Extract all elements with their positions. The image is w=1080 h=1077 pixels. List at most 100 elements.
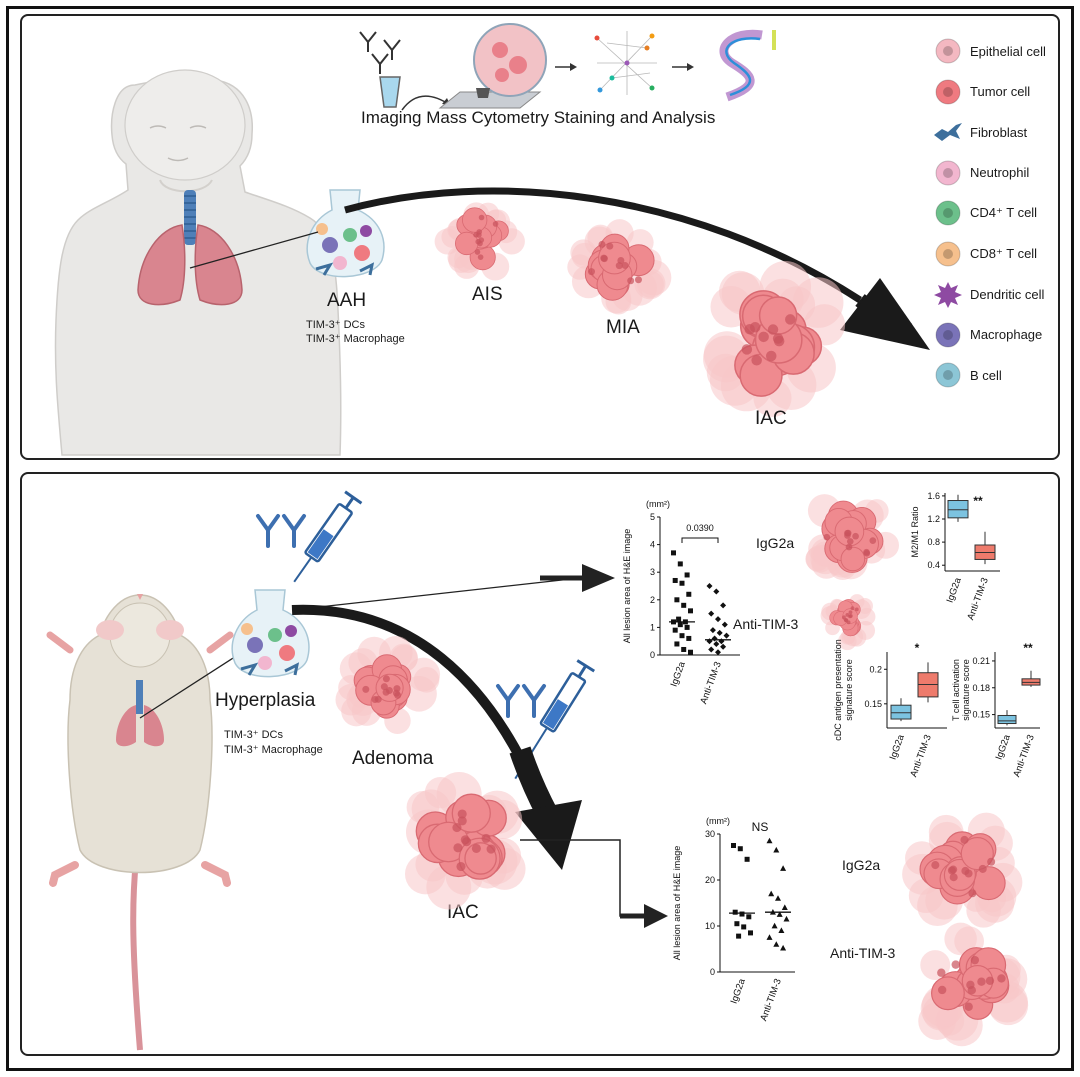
antibody-icon-early (256, 514, 306, 548)
lung-to-aah-line (189, 231, 319, 269)
legend-item-label: Epithelial cell (970, 43, 1046, 59)
trachea-icon (184, 190, 196, 245)
significance-bracket (681, 537, 719, 543)
hyperplasia-label: Hyperplasia (215, 690, 316, 711)
trajectory-plot-icon (719, 29, 776, 102)
data-point (688, 608, 693, 614)
data-point (741, 924, 747, 930)
legend-item: Epithelial cell (932, 36, 1046, 66)
data-point (679, 633, 685, 639)
data-point (780, 865, 787, 871)
data-point (766, 934, 773, 940)
group-label-igg2a-late: IgG2a (842, 857, 881, 873)
data-point (748, 930, 753, 936)
y-tick-label: 5 (650, 512, 655, 522)
stage-mia-label: MIA (606, 317, 640, 338)
legend-item: Neutrophil (932, 158, 1029, 188)
data-point (780, 944, 787, 951)
hyperplasia-marker-macrophage: TIM-3⁺ Macrophage (224, 744, 323, 756)
legend-item-label: Fibroblast (970, 124, 1028, 140)
legend-item-label: Neutrophil (970, 165, 1030, 180)
data-point (715, 649, 721, 656)
y-tick-label: 4 (650, 540, 655, 550)
epithelial-cell-icon (935, 38, 961, 64)
arrow-right-small (672, 63, 694, 71)
mouse-lungs-icon (116, 680, 164, 747)
legend-item: CD8⁺ T cell (932, 239, 1037, 269)
y-tick-label: 0.8 (927, 537, 940, 547)
y-tick-label: 1.2 (927, 514, 940, 524)
data-point (681, 646, 687, 652)
y-tick-label: 2 (650, 595, 655, 605)
data-point (718, 638, 725, 645)
data-point (713, 640, 720, 647)
top-panel-human (20, 14, 1060, 460)
x-category-label: Anti-TIM-3 (758, 977, 784, 1022)
data-point (773, 846, 780, 853)
x-category-label: IgG2a (945, 576, 964, 605)
group-label-anti-late: Anti-TIM-3 (830, 945, 896, 961)
igg2a-early-tumor-cluster (805, 494, 900, 581)
data-point (736, 933, 742, 939)
legend-item-label: B cell (970, 367, 1002, 383)
y-axis-label-line: signature score (844, 659, 854, 721)
data-point (775, 895, 781, 901)
data-point (674, 641, 680, 647)
legend-item: Tumor cell (932, 77, 1030, 107)
y-tick-label: 0.15 (864, 699, 882, 709)
data-point (672, 577, 678, 583)
legend-item-label: CD4⁺ T cell (970, 205, 1038, 220)
data-point (721, 621, 728, 628)
group-label-anti-early: Anti-TIM-3 (733, 616, 799, 632)
significance-label: ** (1023, 641, 1033, 655)
mouse-illustration (46, 594, 234, 1051)
significance-label: NS (752, 820, 769, 834)
significance-label: ** (973, 494, 983, 508)
y-axis-label-line: cDC antigen presentation (833, 639, 843, 741)
data-point (744, 856, 750, 862)
data-point (766, 837, 773, 844)
syringe-icon-late (514, 659, 596, 780)
anti-early-tumor-cluster (820, 594, 876, 651)
stage-aah-label: AAH (327, 290, 367, 311)
y-tick-label: 0.4 (927, 560, 940, 570)
data-point (723, 632, 730, 639)
y-tick-label: 3 (650, 567, 655, 577)
data-point (688, 649, 693, 655)
data-point (709, 627, 716, 634)
y-tick-label: 10 (705, 921, 715, 931)
box-igg2a (947, 500, 969, 519)
fibroblast-icon (934, 123, 962, 141)
data-point (771, 922, 778, 929)
arrow-right-small (555, 63, 577, 71)
data-point (739, 911, 745, 917)
unit-label: (mm²) (706, 816, 730, 826)
y-axis-label: All lesion area of H&E image (622, 529, 632, 644)
box-igg2a (997, 714, 1017, 725)
x-category-label: IgG2a (729, 977, 748, 1006)
y-tick-label: 1 (650, 622, 655, 632)
progression-arrow-bottom (291, 604, 582, 870)
data-point (778, 927, 785, 933)
dendritic-cell-icon (934, 282, 962, 308)
imc-heading: Imaging Mass Cytometry Staining and Anal… (361, 108, 716, 127)
data-point (720, 602, 727, 609)
data-point (734, 921, 740, 927)
data-point (677, 622, 683, 628)
x-category-label: IgG2a (994, 733, 1013, 762)
y-tick-label: 0 (650, 650, 655, 660)
data-point (684, 572, 690, 578)
data-point (708, 646, 715, 653)
unit-label: (mm²) (646, 499, 670, 509)
iac-tumor-cluster-top (703, 261, 846, 418)
legend-item-label: Dendritic cell (970, 286, 1045, 302)
data-point (746, 914, 752, 920)
data-point (715, 616, 721, 623)
data-point (672, 627, 678, 633)
y-tick-label: 0.15 (972, 710, 990, 720)
data-point (783, 915, 790, 922)
